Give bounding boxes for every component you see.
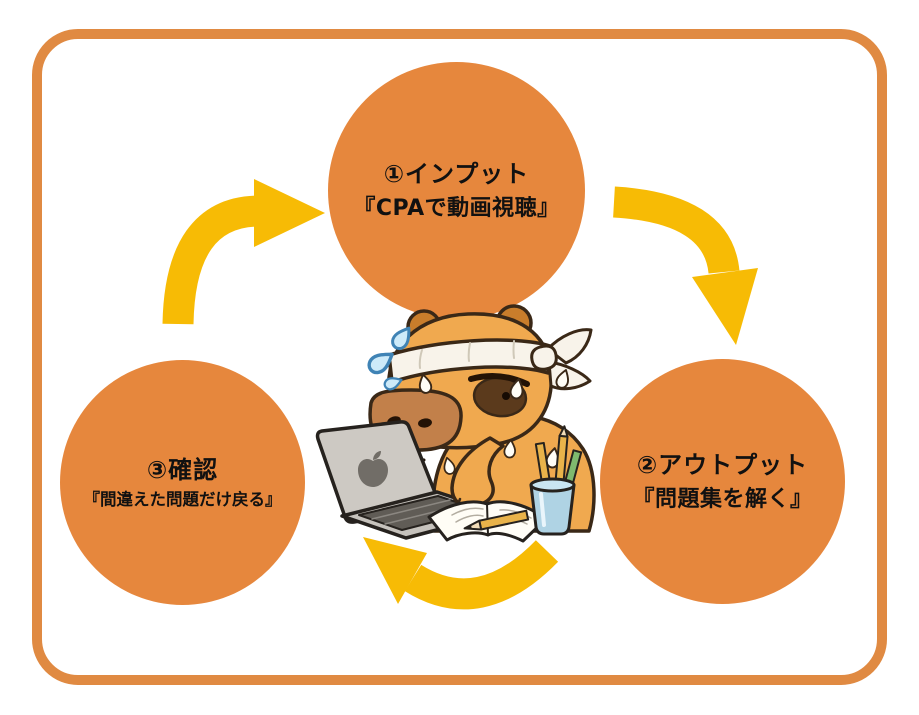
- step-circle-input: ①インプット 『CPAで動画視聴』: [328, 62, 585, 319]
- capybara-illustration: [315, 304, 596, 543]
- arrow-check-to-input-icon: [162, 179, 325, 325]
- cycle-arrows: [162, 179, 758, 610]
- step-subtitle: 『問題集を解く』: [632, 487, 813, 512]
- pencil-icon: [463, 509, 530, 531]
- arrow-input-to-output-icon: [612, 186, 758, 345]
- step-title: ③確認: [146, 456, 219, 485]
- arrow-output-to-check-icon: [363, 537, 559, 610]
- step-title: ①インプット: [383, 160, 530, 188]
- laptop: [315, 420, 503, 540]
- step-subtitle: 『CPAで動画視聴』: [353, 196, 560, 221]
- notebook: [427, 500, 548, 543]
- step-title: ②アウトプット: [636, 451, 809, 479]
- step-subtitle: 『間違えた問題だけ戻る』: [83, 490, 282, 510]
- step-circle-check: ③確認 『間違えた問題だけ戻る』: [60, 360, 305, 605]
- outer-border-frame: [32, 29, 887, 685]
- step-circle-output: ②アウトプット 『問題集を解く』: [600, 359, 845, 604]
- laptop-logo-icon: [358, 451, 388, 487]
- pencil-cup: [529, 425, 583, 536]
